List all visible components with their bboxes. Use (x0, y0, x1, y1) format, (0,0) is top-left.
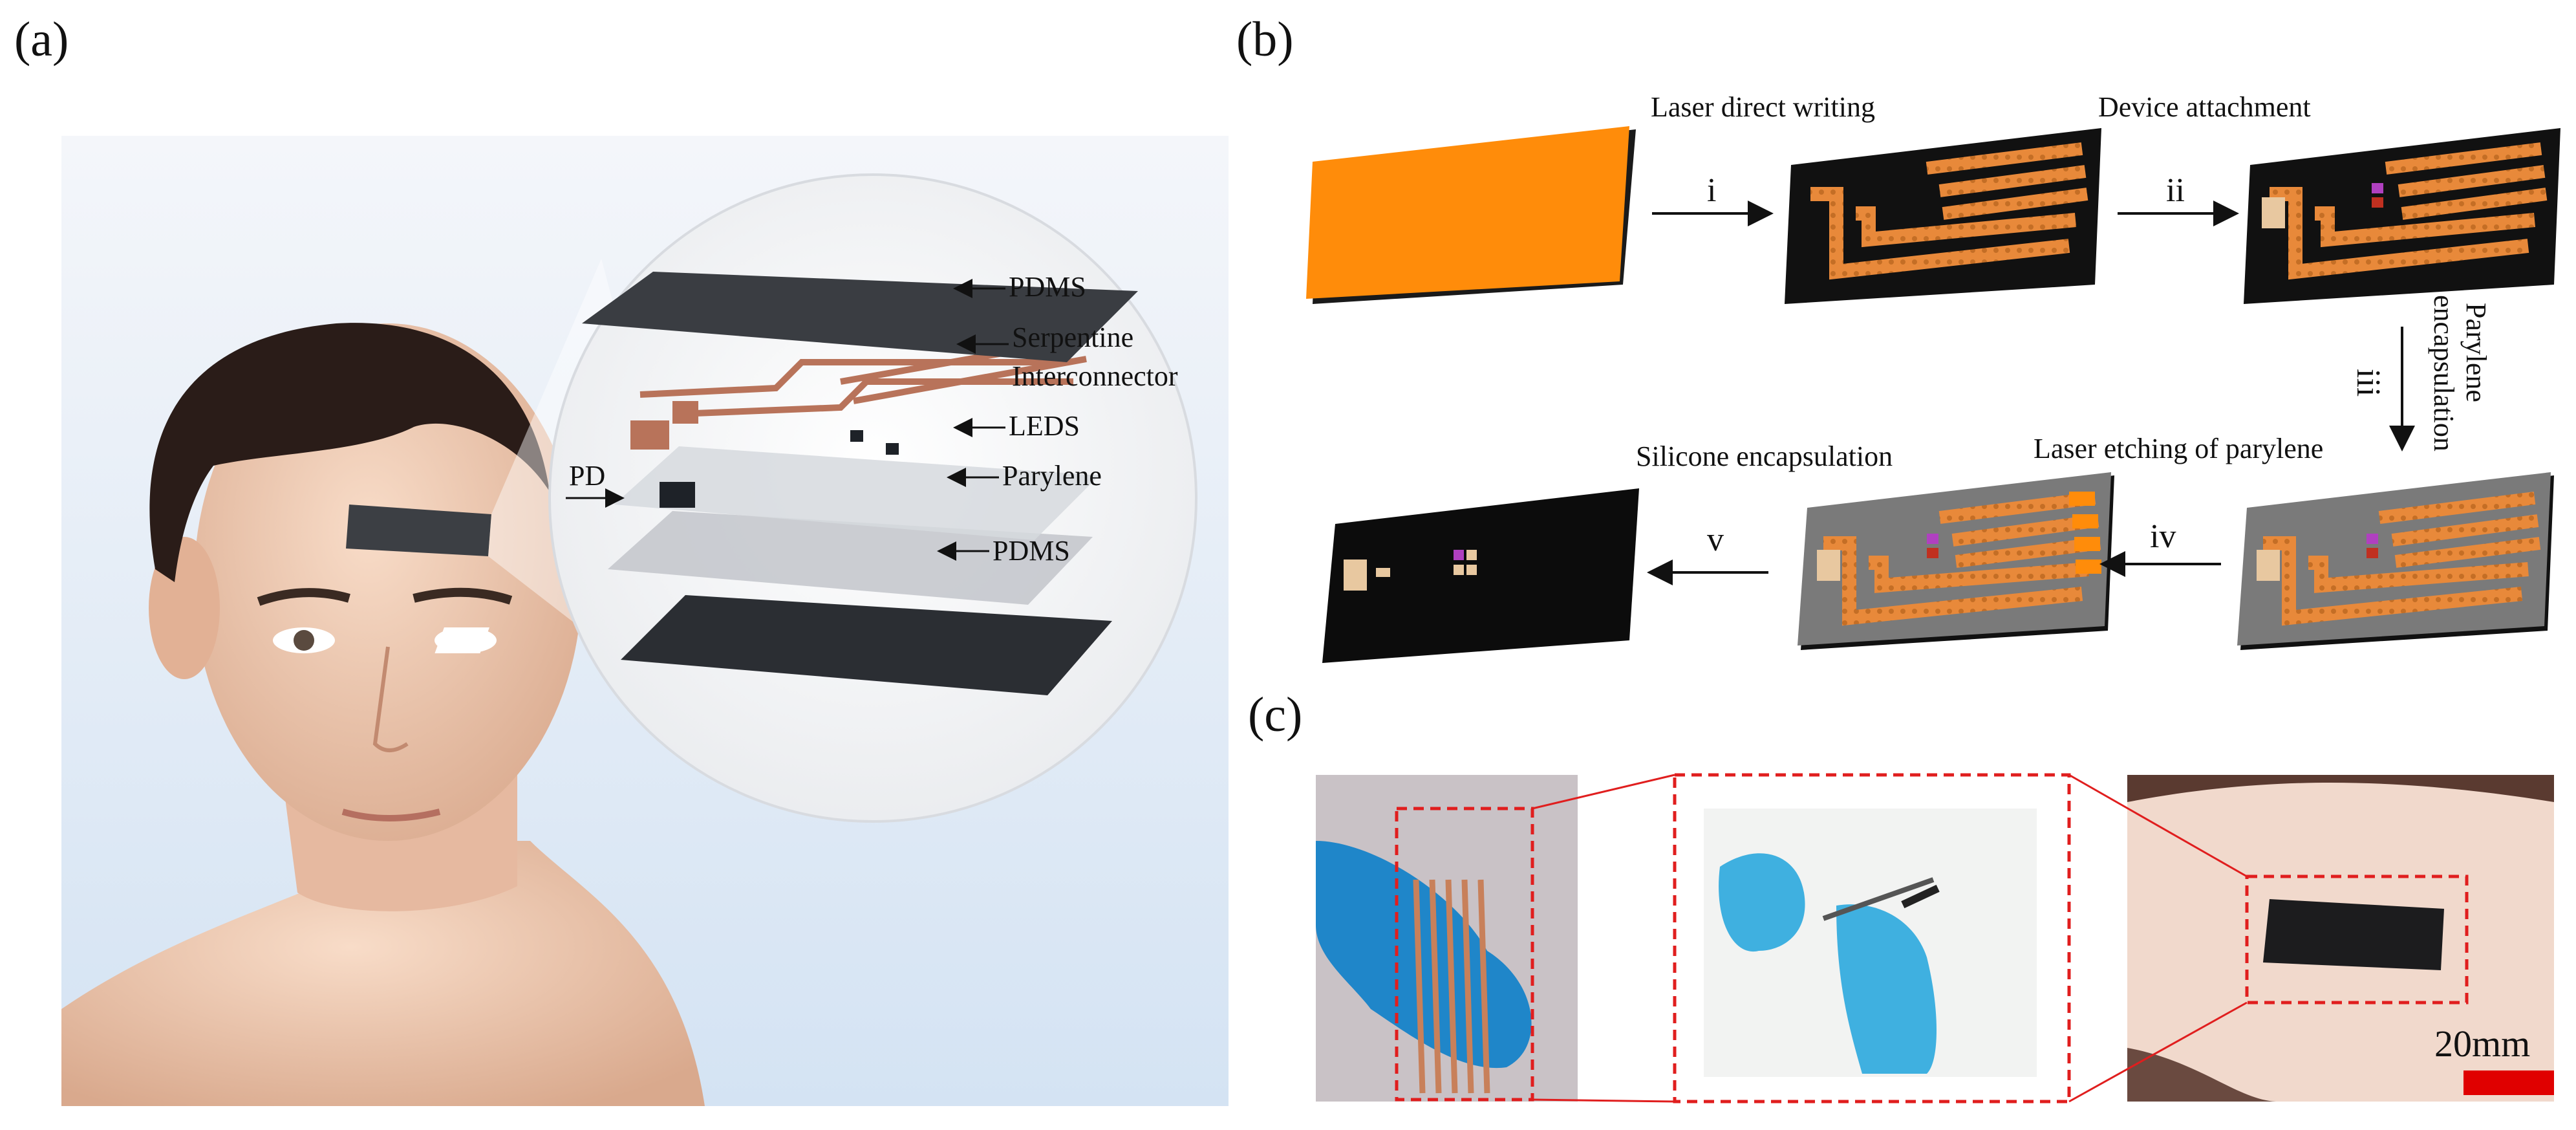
scale-bar-label: 20mm (2434, 1023, 2531, 1065)
layer-pdms-top (582, 272, 1138, 362)
scale-bar (2463, 1070, 2554, 1095)
label-pd: PD (569, 460, 606, 492)
panel-a-label: (a) (14, 12, 69, 67)
b-substrate-orange (1306, 126, 1636, 304)
numeral-iv: iv (2150, 518, 2176, 555)
forehead-device (2263, 899, 2444, 970)
hair (149, 323, 550, 582)
dash-box-3 (2245, 875, 2469, 1005)
pd-chip (660, 482, 695, 508)
label-pdms-bottom: PDMS (993, 535, 1070, 567)
label-serpentine-2: Interconnector (1012, 360, 1178, 392)
caption-laser-direct-writing: Laser direct writing (1651, 91, 1875, 123)
b-board-parylene (2237, 472, 2554, 650)
layer-pdms-bottom (621, 595, 1112, 695)
dash-box-2 (1673, 773, 2071, 1103)
numeral-v: v (1707, 521, 1724, 558)
label-pdms-top: PDMS (1009, 271, 1086, 303)
panel-b-label: (b) (1236, 12, 1294, 67)
numeral-i: i (1707, 172, 1717, 209)
shoulders (61, 841, 705, 1106)
layer-leds (614, 446, 1099, 540)
forehead-patch (346, 505, 491, 556)
label-serpentine-1: Serpentine (1012, 321, 1134, 353)
caption-silicone-encapsulation: Silicone encapsulation (1636, 440, 1893, 472)
b-board-silicone (1322, 488, 1639, 663)
numeral-ii: ii (2166, 172, 2185, 209)
dash-box-1 (1395, 807, 1534, 1102)
b-board-etched (1798, 472, 2114, 650)
caption-laser-etching: Laser etching of parylene (2034, 433, 2324, 464)
b-board-devices (2244, 128, 2560, 304)
label-leds: LEDS (1009, 410, 1080, 442)
panel-c-label: (c) (1248, 688, 1303, 742)
layer-serpentine (639, 336, 1087, 417)
label-parylene: Parylene (1002, 460, 1102, 492)
caption-device-attachment: Device attachment (2098, 91, 2311, 123)
b-board-traces (1785, 128, 2101, 304)
